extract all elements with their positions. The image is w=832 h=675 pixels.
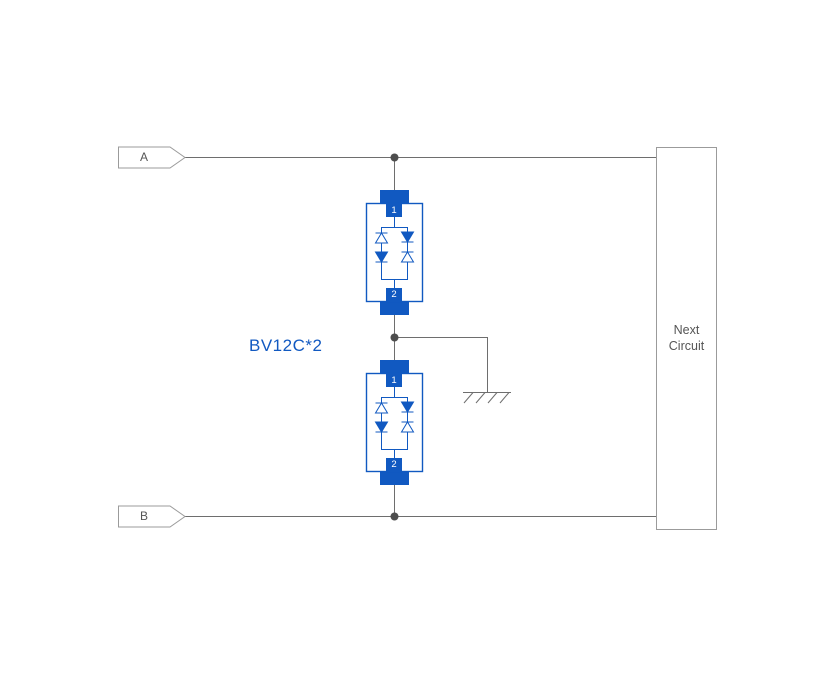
tvs2-terminal-2-label: 2 (386, 458, 402, 471)
port-b-label: B (139, 509, 148, 523)
port-a-connector (118, 146, 186, 169)
ground-icon (463, 392, 511, 404)
tvs-module-2 (365, 360, 424, 485)
port-b-connector (118, 505, 186, 528)
port-a-label: A (139, 150, 148, 164)
tvs2-terminal-1-label: 1 (386, 374, 402, 387)
next-circuit-box (656, 147, 717, 530)
junction-dots (390, 153, 399, 521)
component-type-label: BV12C*2 (249, 336, 323, 355)
tvs1-terminal-2-label: 2 (386, 288, 402, 301)
junction-dot-top (390, 153, 399, 162)
next-circuit-label: Next Circuit (668, 323, 705, 353)
tvs1-terminal-1-label: 1 (386, 204, 402, 217)
junction-dot-bottom (390, 512, 399, 521)
wire-ground-branch (394, 337, 488, 392)
tvs-module-1 (365, 190, 424, 315)
junction-dot-middle (390, 333, 399, 342)
